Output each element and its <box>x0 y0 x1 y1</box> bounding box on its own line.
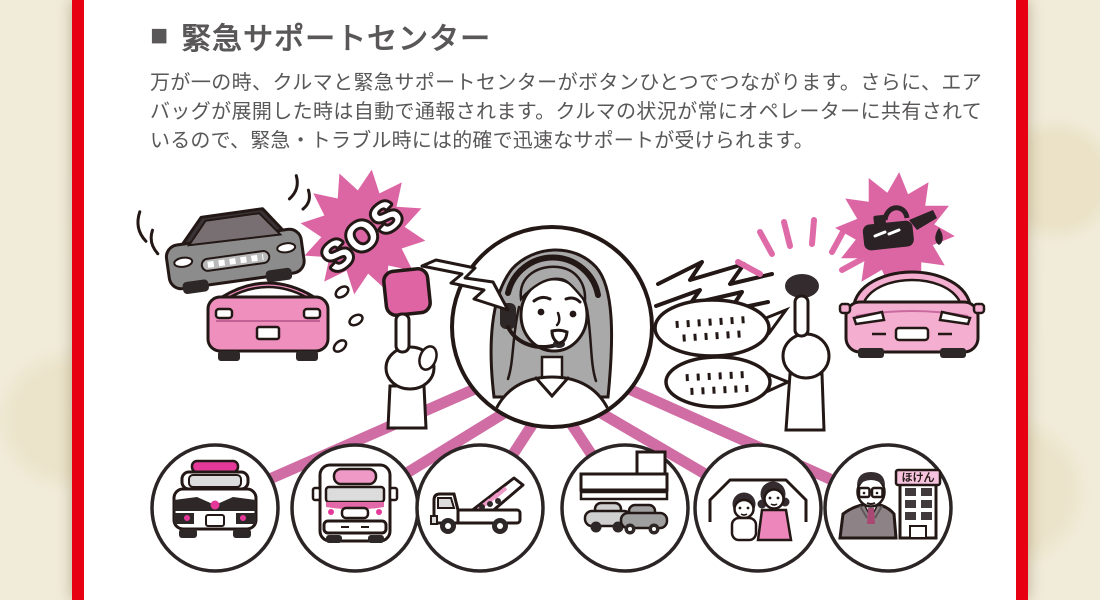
node-tow-truck <box>415 443 545 573</box>
insurance-company-icon: ほけん <box>838 468 942 540</box>
section-title-row: ■ 緊急サポートセンター <box>150 14 980 58</box>
sos-button-icon <box>382 267 432 317</box>
insurance-sign-label: ほけん <box>902 471 935 484</box>
support-center-illustration: SOS <box>136 170 986 573</box>
section-emergency-support: ■ 緊急サポートセンター 万が一の時、クルマと緊急サポートセンターがボタンひとつ… <box>84 0 1016 600</box>
tow-truck-icon <box>430 476 525 534</box>
car-dealer-icon <box>579 450 669 535</box>
ambulance-icon <box>311 463 399 543</box>
oil-can-icon <box>862 205 943 251</box>
speech-bubble-2 <box>664 355 792 409</box>
accident-scene: SOS <box>136 170 510 430</box>
section-description: 万が一の時、クルマと緊急サポートセンターがボタンひとつでつながります。さらに、エ… <box>150 72 982 152</box>
crashed-gray-car-icon <box>136 174 311 294</box>
node-ambulance <box>290 443 420 573</box>
node-family-home <box>693 443 823 573</box>
hand-pressing-overhead-button-icon <box>781 294 831 432</box>
node-insurance-company: ほけん <box>823 443 953 573</box>
insurance-sign <box>894 468 942 487</box>
speech-bubble-1 <box>653 298 791 358</box>
warning-scene <box>653 170 986 432</box>
oil-warning-burst-icon <box>830 170 960 297</box>
overhead-button-icon <box>785 274 819 298</box>
title-bullet-square: ■ <box>150 19 169 52</box>
headset-band-icon <box>505 254 601 298</box>
crashed-pink-car-icon <box>206 281 330 361</box>
node-police-car <box>150 443 280 573</box>
glasses-icon <box>857 486 884 499</box>
node-car-dealer <box>560 443 690 573</box>
operator-with-headset-icon <box>489 248 614 425</box>
section-title: 緊急サポートセンター <box>181 23 492 56</box>
alert-rays-icon <box>735 217 867 277</box>
operator-circle <box>450 225 654 429</box>
family-home-icon <box>708 478 808 542</box>
pink-car-front-icon <box>838 270 986 358</box>
connected-nodes: ほけん <box>150 443 953 573</box>
lightning-signal-left-icon <box>420 258 510 312</box>
sweat-drops-icon <box>332 285 364 353</box>
content-panel: ■ 緊急サポートセンター 万が一の時、クルマと緊急サポートセンターがボタンひとつ… <box>72 0 1028 600</box>
hand-pressing-sos-button-icon <box>384 312 438 430</box>
police-car-icon <box>172 459 258 538</box>
